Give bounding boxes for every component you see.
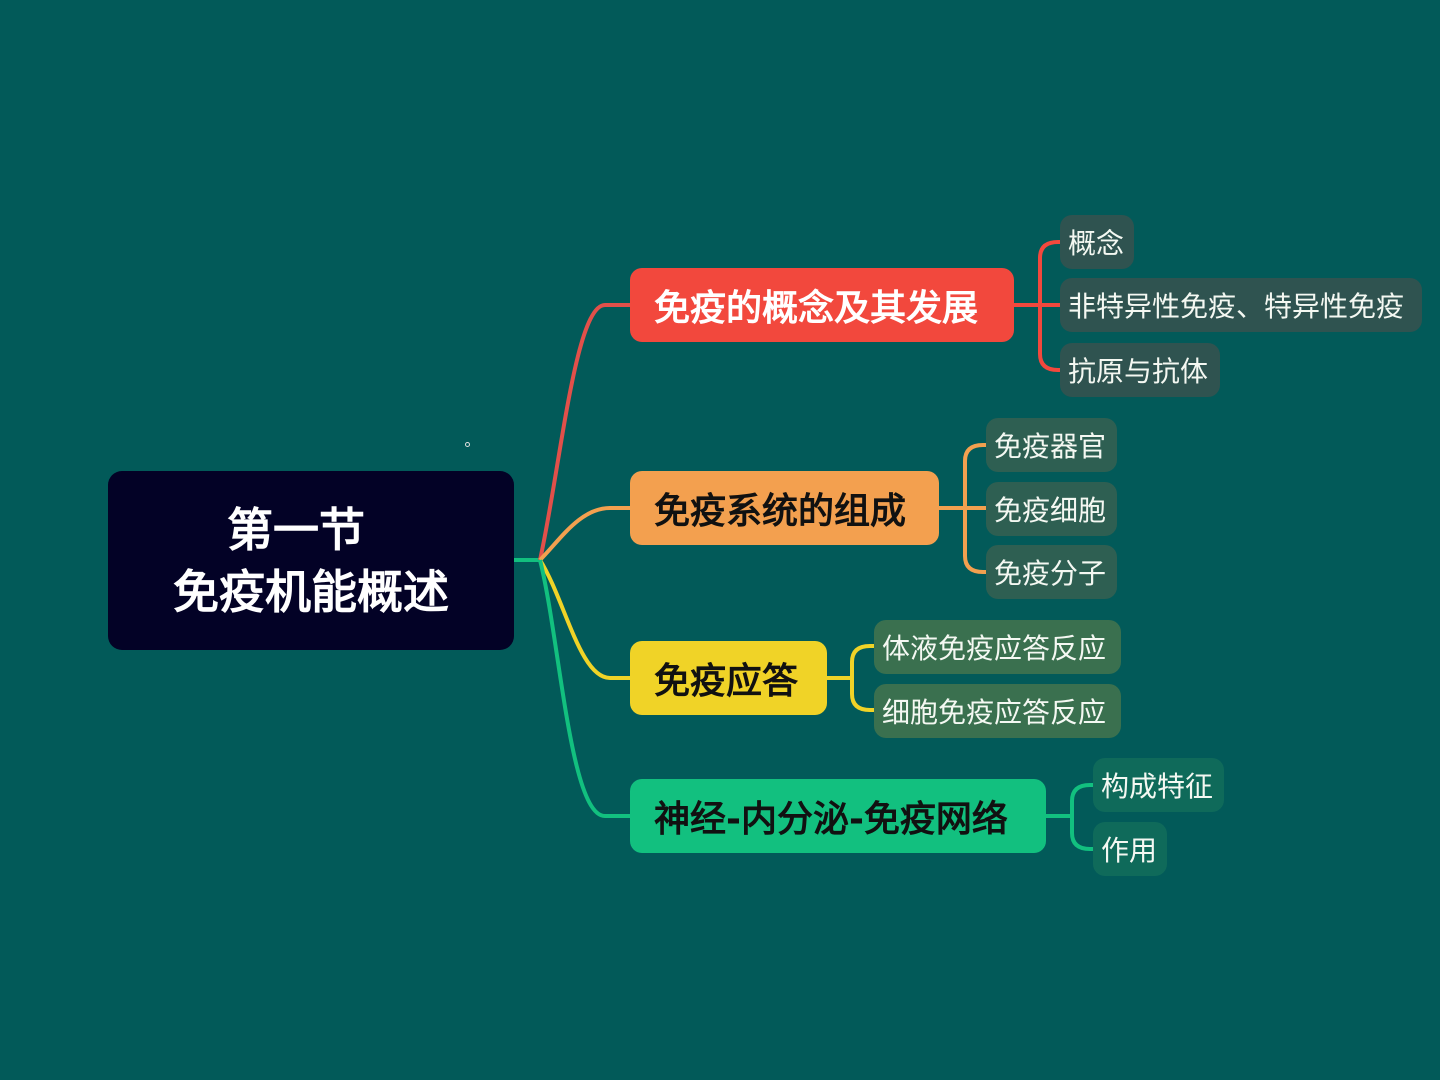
branch-immune-response[interactable]: 免疫应答 — [630, 641, 827, 715]
child-label: 概念 — [1068, 227, 1125, 260]
child-humoral-response[interactable]: 体液免疫应答反应 — [874, 620, 1121, 674]
root-node[interactable]: 第一节 免疫机能概述 — [108, 471, 514, 650]
branch-neuro-endocrine-immune-network[interactable]: 神经-内分泌-免疫网络 — [630, 779, 1046, 853]
stray-marker-dot — [465, 442, 470, 447]
root-title-line2: 免疫机能概述 — [173, 564, 449, 619]
branch-label: 免疫应答 — [654, 661, 799, 702]
child-concept[interactable]: 概念 — [1060, 215, 1134, 269]
child-immune-organs[interactable]: 免疫器官 — [986, 418, 1117, 472]
child-label: 免疫细胞 — [994, 494, 1107, 527]
child-cellular-response[interactable]: 细胞免疫应答反应 — [874, 684, 1121, 738]
root-title-line1: 第一节 — [227, 502, 365, 557]
child-label: 体液免疫应答反应 — [882, 632, 1107, 665]
child-label: 非特异性免疫、特异性免疫 — [1068, 290, 1405, 323]
branch-label: 免疫的概念及其发展 — [654, 288, 979, 329]
child-function[interactable]: 作用 — [1093, 822, 1167, 876]
child-antigen-antibody[interactable]: 抗原与抗体 — [1060, 343, 1220, 397]
child-label: 细胞免疫应答反应 — [882, 696, 1107, 729]
child-label: 免疫器官 — [994, 430, 1107, 463]
child-immune-molecules[interactable]: 免疫分子 — [986, 545, 1117, 599]
branch-immune-system-composition[interactable]: 免疫系统的组成 — [630, 471, 939, 545]
child-label: 免疫分子 — [994, 557, 1107, 590]
child-label: 抗原与抗体 — [1068, 355, 1209, 388]
child-immune-cells[interactable]: 免疫细胞 — [986, 482, 1117, 536]
child-nonspecific-specific-immunity[interactable]: 非特异性免疫、特异性免疫 — [1060, 278, 1422, 332]
child-structural-features[interactable]: 构成特征 — [1093, 758, 1224, 812]
child-label: 作用 — [1101, 834, 1158, 867]
child-label: 构成特征 — [1101, 770, 1214, 803]
branch-label: 免疫系统的组成 — [654, 491, 907, 532]
branch-label: 神经-内分泌-免疫网络 — [654, 799, 1008, 840]
branch-immunity-concept[interactable]: 免疫的概念及其发展 — [630, 268, 1014, 342]
